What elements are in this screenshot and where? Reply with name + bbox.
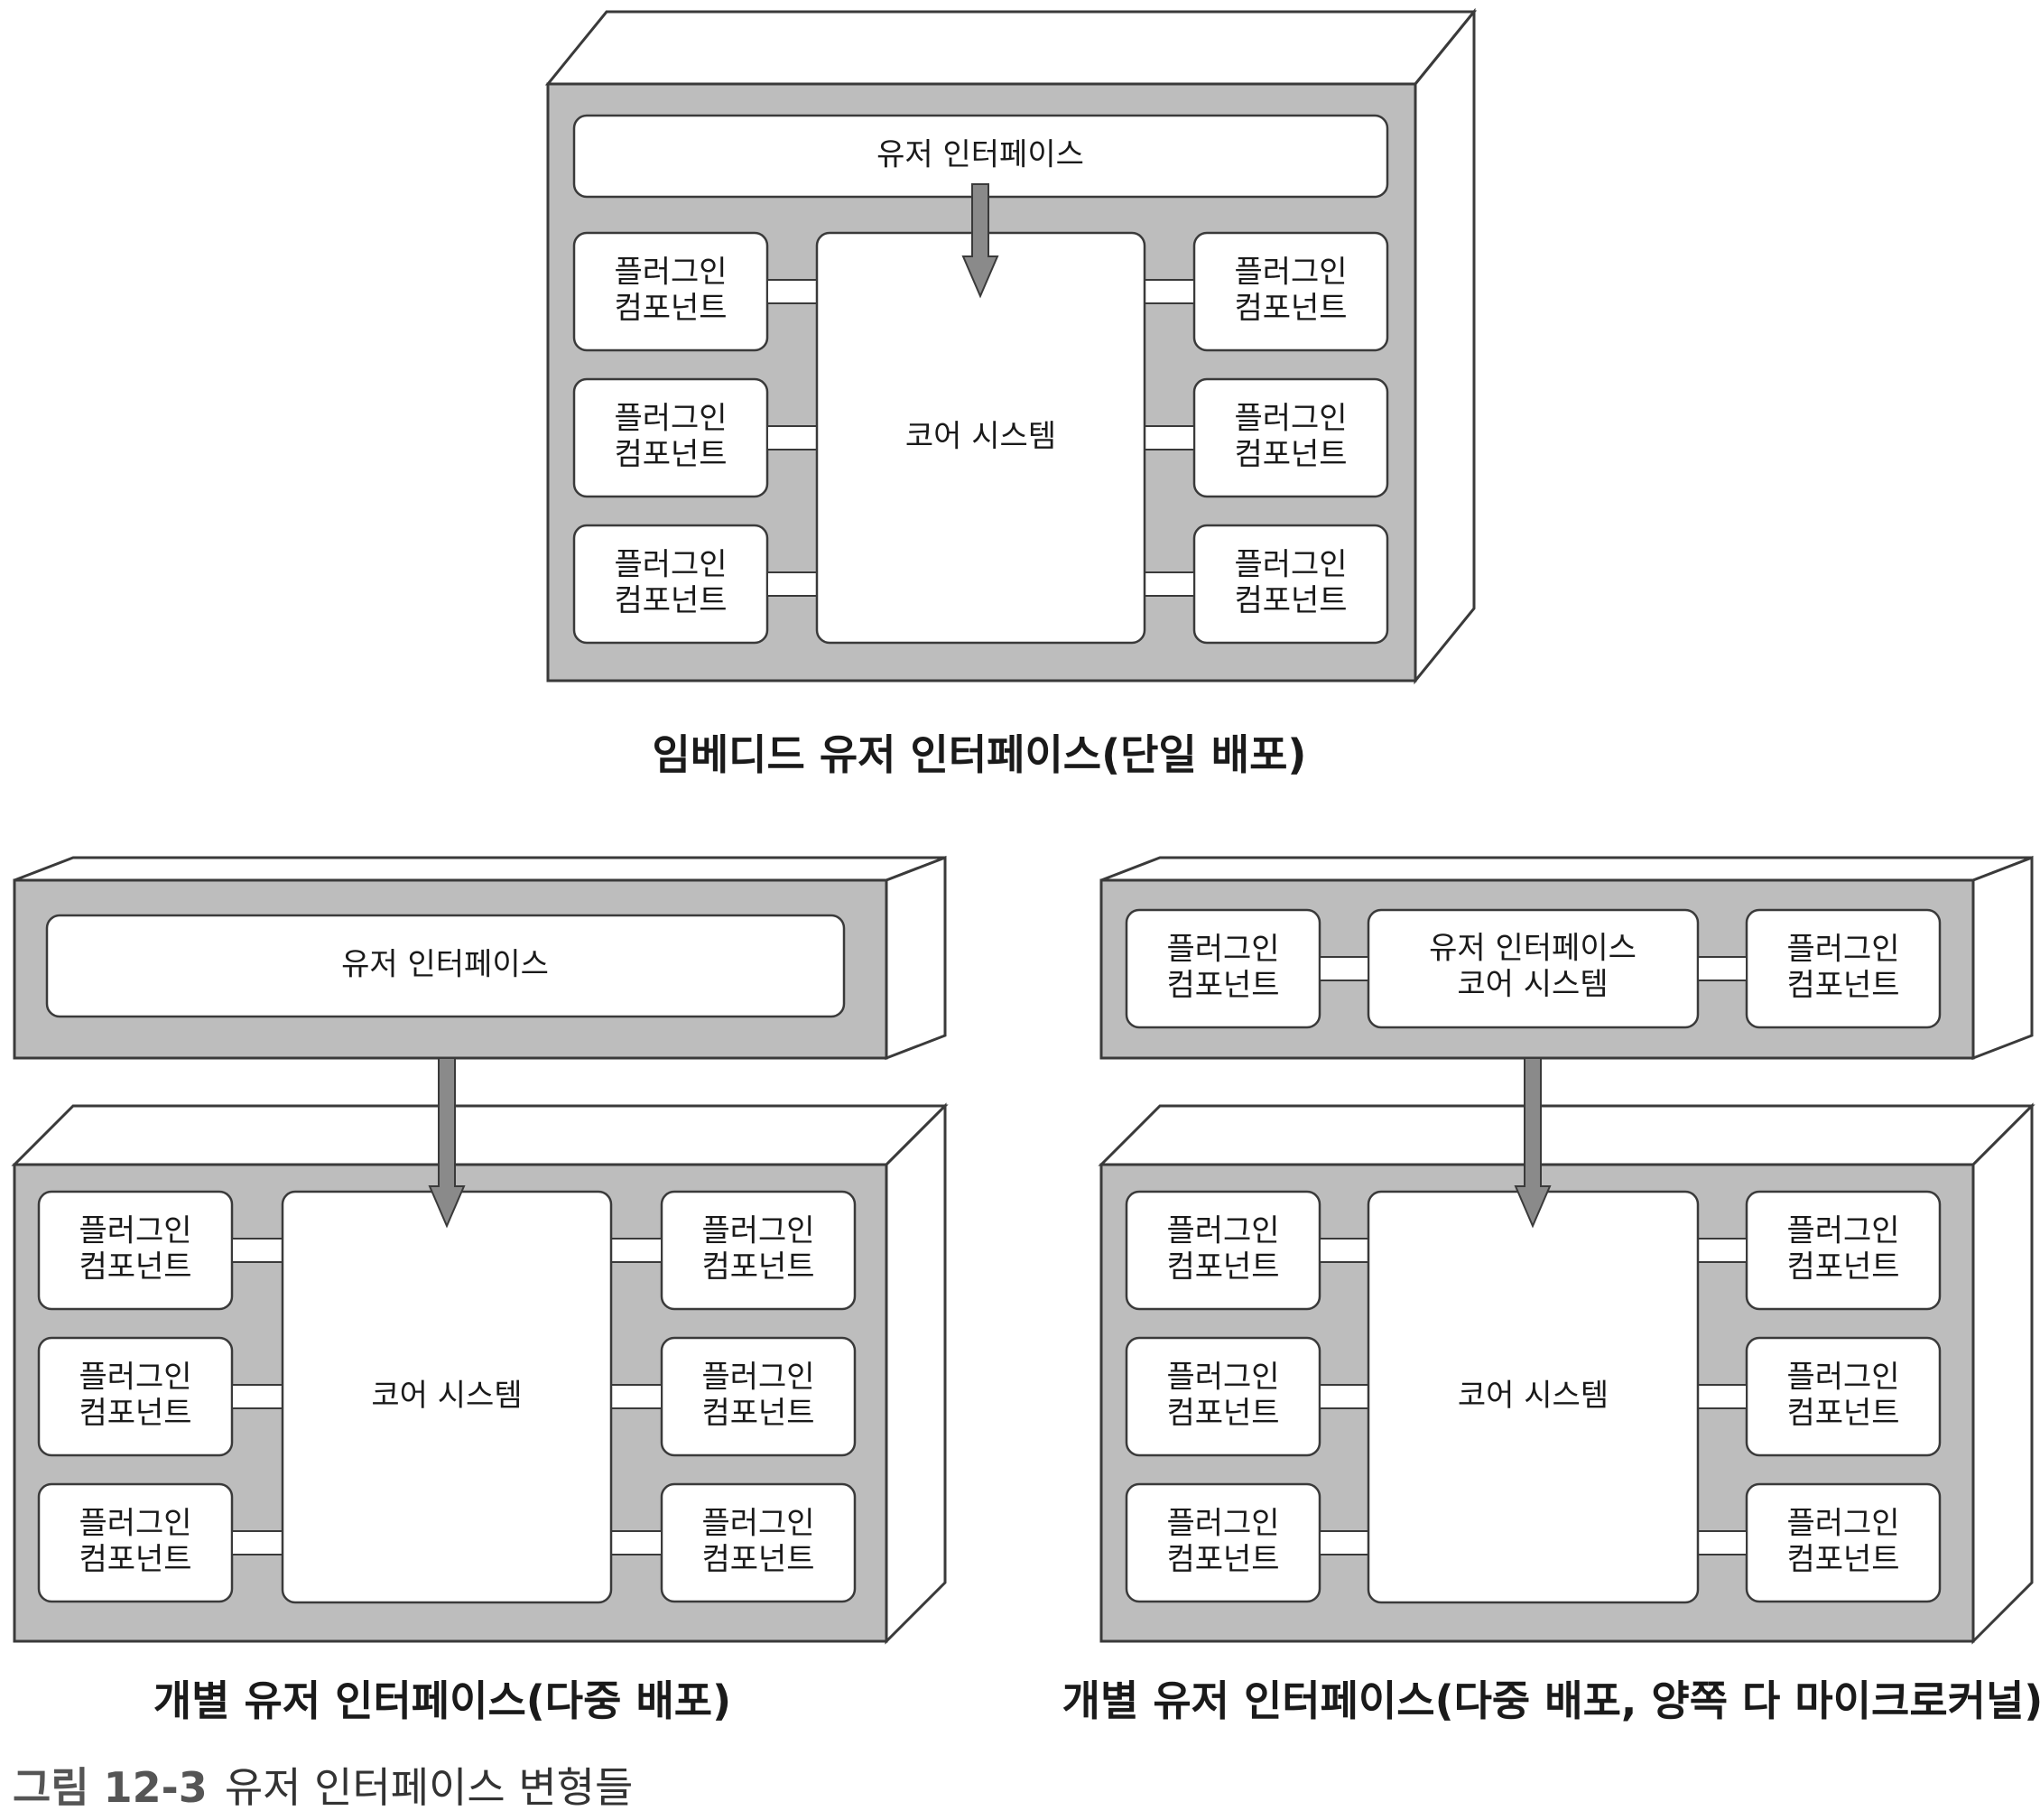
embedded-arrow <box>961 183 999 299</box>
separate-plugin-left-2-label-1: 플러그인 <box>79 1360 191 1396</box>
separate-core-container-side <box>885 1102 947 1645</box>
micro-connector-left-1 <box>1319 1238 1369 1263</box>
micro-plugin-left-1-label-2: 컴포넌트 <box>1166 1249 1279 1286</box>
caption-embedded: 임베디드 유저 인터페이스(단일 배포) <box>653 730 1307 779</box>
separate-plugin-right-1-label-1: 플러그인 <box>701 1213 814 1249</box>
micro-plugin-right-2-label-2: 컴포넌트 <box>1786 1396 1899 1432</box>
embedded-plugin-left-3-label-1: 플러그인 <box>614 547 727 583</box>
micro-ui-container-top <box>1100 856 2033 882</box>
embedded-plugin-right-1-label-2: 컴포넌트 <box>1234 291 1347 327</box>
micro-plugin-right-2-label-1: 플러그인 <box>1786 1360 1899 1396</box>
embedded-plugin-right-2-label-1: 플러그인 <box>1234 401 1347 437</box>
micro-plugin-right-3-label-2: 컴포넌트 <box>1786 1542 1899 1578</box>
micro-plugin-left-1-label-1: 플러그인 <box>1166 1213 1279 1249</box>
embedded-container-top <box>544 10 1478 86</box>
micro-plugin-right-1-label-1: 플러그인 <box>1786 1213 1899 1249</box>
micro-plugin-left-3-label-2: 컴포넌트 <box>1166 1542 1279 1578</box>
micro-ui-core-label-2: 코어 시스템 <box>1457 967 1608 1003</box>
micro-ui-plugin-right-label-1: 플러그인 <box>1786 932 1899 968</box>
micro-plugin-right-3-label-1: 플러그인 <box>1786 1506 1899 1542</box>
embedded-plugin-left-2-label-2: 컴포넌트 <box>614 437 727 473</box>
separate-connector-right-2 <box>610 1384 663 1409</box>
figure-caption: 그림 12-3 유저 인터페이스 변형들 <box>13 1763 633 1812</box>
micro-connector-left-2 <box>1319 1384 1369 1409</box>
separate-plugin-right-2-label-2: 컴포넌트 <box>701 1396 814 1432</box>
embedded-connector-right-3 <box>1144 571 1195 597</box>
embedded-connector-left-2 <box>766 425 818 450</box>
caption-separate: 개별 유저 인터페이스(다중 배포) <box>153 1676 731 1725</box>
separate-ui-container-top <box>14 856 946 882</box>
micro-core-label: 코어 시스템 <box>1458 1378 1609 1414</box>
figure-number: 그림 12-3 <box>13 1763 208 1812</box>
micro-connector-right-1 <box>1697 1238 1748 1263</box>
separate-connector-left-2 <box>231 1384 283 1409</box>
embedded-connector-right-1 <box>1144 279 1195 304</box>
separate-ui-label: 유저 인터페이스 <box>341 947 549 983</box>
embedded-connector-right-2 <box>1144 425 1195 450</box>
separate-plugin-left-3-label-1: 플러그인 <box>79 1506 191 1542</box>
embedded-plugin-right-1-label-1: 플러그인 <box>1234 255 1347 291</box>
micro-ui-plugin-right-label-2: 컴포넌트 <box>1786 968 1899 1004</box>
caption-separate-microkernel: 개별 유저 인터페이스(다중 배포, 양쪽 다 마이크로커널) <box>1062 1676 2040 1725</box>
micro-core-container-top <box>1098 1104 2035 1166</box>
embedded-plugin-right-3-label-1: 플러그인 <box>1234 547 1347 583</box>
micro-plugin-left-3-label-1: 플러그인 <box>1166 1506 1279 1542</box>
separate-core-container-top <box>11 1104 949 1166</box>
separate-connector-left-3 <box>231 1530 283 1555</box>
separate-plugin-right-1-label-2: 컴포넌트 <box>701 1249 814 1286</box>
separate-connector-right-3 <box>610 1530 663 1555</box>
micro-ui-plugin-left-label-2: 컴포넌트 <box>1166 968 1279 1004</box>
micro-connector-right-3 <box>1697 1530 1748 1555</box>
micro-ui-container-side <box>1971 855 2034 1061</box>
micro-ui-plugin-left-label-1: 플러그인 <box>1166 932 1279 968</box>
separate-plugin-right-3-label-1: 플러그인 <box>701 1506 814 1542</box>
separate-plugin-right-3-label-2: 컴포넌트 <box>701 1542 814 1578</box>
separate-core-label: 코어 시스템 <box>371 1378 522 1414</box>
separate-ui-box <box>45 914 846 1018</box>
embedded-plugin-left-2-label-1: 플러그인 <box>614 401 727 437</box>
separate-plugin-left-2-label-2: 컴포넌트 <box>79 1396 191 1432</box>
embedded-plugin-right-2-label-2: 컴포넌트 <box>1234 437 1347 473</box>
micro-ui-connector-right <box>1697 956 1748 981</box>
embedded-plugin-left-3-label-2: 컴포넌트 <box>614 583 727 619</box>
micro-ui-connector-left <box>1319 956 1369 981</box>
embedded-plugin-left-1-label-2: 컴포넌트 <box>614 291 727 327</box>
embedded-plugin-left-1-label-1: 플러그인 <box>614 255 727 291</box>
separate-ui-container-side <box>885 855 947 1061</box>
embedded-plugin-right-3-label-2: 컴포넌트 <box>1234 583 1347 619</box>
separate-connector-left-1 <box>231 1238 283 1263</box>
embedded-connector-left-3 <box>766 571 818 597</box>
micro-arrow <box>1514 1057 1552 1229</box>
separate-plugin-left-1-label-2: 컴포넌트 <box>79 1249 191 1286</box>
micro-core-container-side <box>1971 1102 2034 1645</box>
separate-arrow <box>428 1057 466 1229</box>
separate-plugin-left-1-label-1: 플러그인 <box>79 1213 191 1249</box>
micro-plugin-left-2-label-1: 플러그인 <box>1166 1360 1279 1396</box>
embedded-core-label: 코어 시스템 <box>905 419 1056 455</box>
micro-connector-left-3 <box>1319 1530 1369 1555</box>
embedded-container-side <box>1414 7 1476 685</box>
micro-ui-core-label-1: 유저 인터페이스 <box>1429 931 1637 967</box>
embedded-connector-left-1 <box>766 279 818 304</box>
separate-plugin-left-3-label-2: 컴포넌트 <box>79 1542 191 1578</box>
micro-plugin-left-2-label-2: 컴포넌트 <box>1166 1396 1279 1432</box>
micro-connector-right-2 <box>1697 1384 1748 1409</box>
separate-connector-right-1 <box>610 1238 663 1263</box>
embedded-ui-label: 유저 인터페이스 <box>876 137 1084 173</box>
micro-plugin-right-1-label-2: 컴포넌트 <box>1786 1249 1899 1286</box>
figure-title: 유저 인터페이스 변형들 <box>225 1763 633 1812</box>
separate-plugin-right-2-label-1: 플러그인 <box>701 1360 814 1396</box>
